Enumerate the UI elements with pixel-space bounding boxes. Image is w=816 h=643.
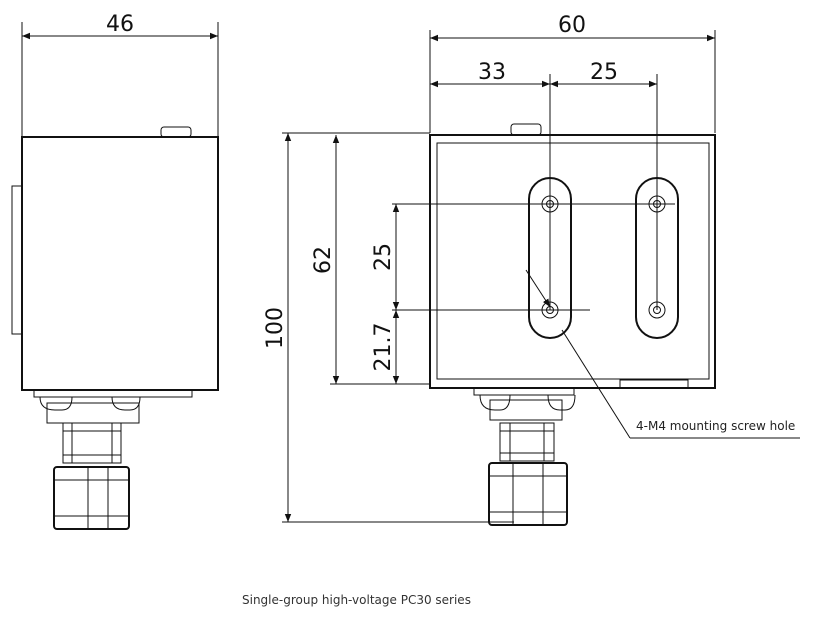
dim-front-width: 60	[558, 13, 586, 38]
dim-hole-spacing-h: 25	[590, 60, 618, 85]
dim-hole-spacing-v: 25	[371, 243, 396, 271]
dim-hole-from-bottom: 21.7	[371, 323, 396, 372]
dim-hole-offset-left: 33	[478, 60, 506, 85]
front-view: 60 33 25 100	[263, 13, 800, 526]
side-view: 46	[11, 12, 219, 530]
dim-side-width: 46	[106, 12, 134, 37]
figure-caption: Single-group high-voltage PC30 series	[242, 593, 471, 607]
dim-total-height: 100	[263, 307, 288, 349]
dim-body-height: 62	[311, 246, 336, 274]
screw-hole-label: 4-M4 mounting screw hole	[636, 419, 795, 433]
